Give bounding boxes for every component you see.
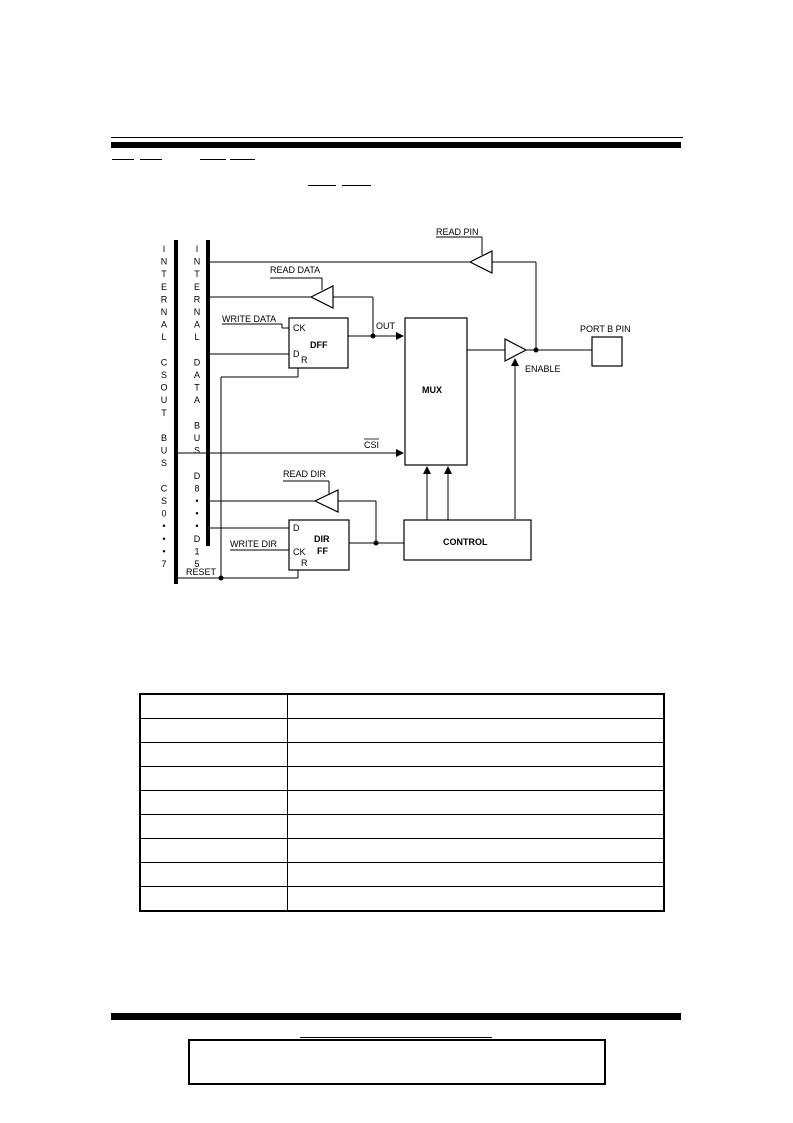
read-dir-label: READ DIR bbox=[283, 469, 327, 479]
table-row bbox=[139, 766, 665, 791]
header-fragment-line bbox=[230, 159, 255, 160]
table-row bbox=[139, 862, 665, 887]
control-label: CONTROL bbox=[443, 537, 488, 547]
right_bus_label-char: • bbox=[195, 496, 198, 506]
dff-d-label: D bbox=[293, 349, 300, 359]
header-fragment-line bbox=[200, 159, 226, 160]
right_bus_label-char: T bbox=[194, 269, 200, 279]
right_bus_label-char: D bbox=[194, 471, 201, 481]
right_bus_label-char: 8 bbox=[194, 483, 199, 493]
right_bus_label-char: D bbox=[194, 357, 201, 367]
control-block bbox=[403, 519, 532, 561]
footer-box bbox=[188, 1039, 606, 1085]
left_bus_label-char: N bbox=[161, 257, 168, 267]
table-row bbox=[139, 693, 665, 719]
dir-ff-title-1: DIR bbox=[314, 534, 330, 544]
dff-title: DFF bbox=[310, 340, 328, 350]
footer-rule-thick bbox=[111, 1013, 681, 1020]
left_bus_label-char: • bbox=[162, 534, 165, 544]
table-row bbox=[139, 814, 665, 839]
left_bus_label-char: S bbox=[161, 496, 167, 506]
table-row bbox=[139, 790, 665, 815]
right_bus_label-char: E bbox=[194, 282, 200, 292]
right_bus_label-char: • bbox=[195, 509, 198, 519]
table-row bbox=[139, 718, 665, 743]
left_bus_label-char: I bbox=[163, 244, 166, 254]
header-rule-thin bbox=[111, 137, 683, 138]
table-row bbox=[139, 838, 665, 863]
dir-ff-r-label: R bbox=[301, 558, 308, 568]
right_bus_label-char: L bbox=[194, 332, 199, 342]
table-row bbox=[139, 742, 665, 767]
header-fragment-line bbox=[308, 185, 336, 186]
header-fragment-line bbox=[342, 185, 371, 186]
out-label: OUT bbox=[376, 321, 396, 331]
right_bus_label-char: R bbox=[194, 294, 201, 304]
right_bus_label-char: I bbox=[196, 244, 199, 254]
mux-block bbox=[404, 317, 468, 466]
left_bus_label-char: • bbox=[162, 521, 165, 531]
left_bus_label-char: O bbox=[160, 383, 167, 393]
right_bus_label-char: A bbox=[194, 320, 200, 330]
dir-ff-title-2: FF bbox=[317, 546, 328, 556]
dff-ck-label: CK bbox=[293, 323, 306, 333]
left_bus_label-char: C bbox=[161, 483, 168, 493]
left_bus_label-char: T bbox=[161, 269, 167, 279]
right_bus_label-char: 5 bbox=[194, 559, 199, 569]
right_bus_label-char: • bbox=[195, 521, 198, 531]
left_bus_label-char: T bbox=[161, 408, 167, 418]
port-b-pin-box bbox=[591, 336, 623, 367]
reset-label: RESET bbox=[186, 567, 217, 577]
left_bus_label-char: 7 bbox=[161, 559, 166, 569]
csi-label: CSI bbox=[364, 440, 379, 450]
left_bus_label-char: R bbox=[161, 294, 168, 304]
left_bus_label-char: A bbox=[161, 320, 167, 330]
right_bus_label-char: A bbox=[194, 370, 200, 380]
dff-r-label: R bbox=[301, 355, 308, 365]
write-dir-label: WRITE DIR bbox=[230, 539, 277, 549]
left_bus_label-char: 0 bbox=[161, 509, 166, 519]
left_bus_label-char: E bbox=[161, 282, 167, 292]
table-row bbox=[139, 886, 665, 912]
left_bus_label-char: S bbox=[161, 458, 167, 468]
left_bus_label-char: N bbox=[161, 307, 168, 317]
left_bus_label-char: C bbox=[161, 357, 168, 367]
dir-ff-block bbox=[288, 519, 350, 571]
right_bus_label-char: A bbox=[194, 395, 200, 405]
enable-label: ENABLE bbox=[525, 364, 561, 374]
right_bus_label-char: D bbox=[194, 534, 201, 544]
right_bus_label-char: N bbox=[194, 307, 201, 317]
left_bus_label-char: U bbox=[161, 446, 168, 456]
header-fragment-line bbox=[112, 159, 134, 160]
output-buffer bbox=[504, 338, 528, 362]
right_bus_label-char: U bbox=[194, 433, 201, 443]
read-pin-label: READ PIN bbox=[436, 227, 479, 237]
header-rule-thick bbox=[111, 142, 681, 148]
read-data-label: READ DATA bbox=[270, 265, 320, 275]
left_bus_label-char: S bbox=[161, 370, 167, 380]
port-b-pin-label: PORT B PIN bbox=[580, 324, 631, 334]
header-fragment-line bbox=[140, 159, 162, 160]
read-dir-buffer bbox=[313, 489, 339, 513]
left_bus_label-char: • bbox=[162, 546, 165, 556]
dff-block bbox=[288, 317, 349, 369]
left_bus_label-char: L bbox=[161, 332, 166, 342]
right_bus_label-char: T bbox=[194, 383, 200, 393]
mux-label: MUX bbox=[422, 385, 442, 395]
right_bus_label-char: 1 bbox=[194, 546, 199, 556]
write-data-label: WRITE DATA bbox=[222, 314, 276, 324]
left_bus_label-char: B bbox=[161, 433, 167, 443]
dir-ff-d-label: D bbox=[293, 523, 300, 533]
right_bus_label-char: B bbox=[194, 420, 200, 430]
right_bus_label-char: N bbox=[194, 257, 201, 267]
footer-short-rule bbox=[300, 1037, 492, 1038]
right_bus_label-char: S bbox=[194, 446, 200, 456]
dir-ff-ck-label: CK bbox=[293, 547, 306, 557]
register-table bbox=[139, 693, 665, 912]
read-pin-buffer bbox=[468, 250, 493, 274]
left_bus_label-char: U bbox=[161, 395, 168, 405]
